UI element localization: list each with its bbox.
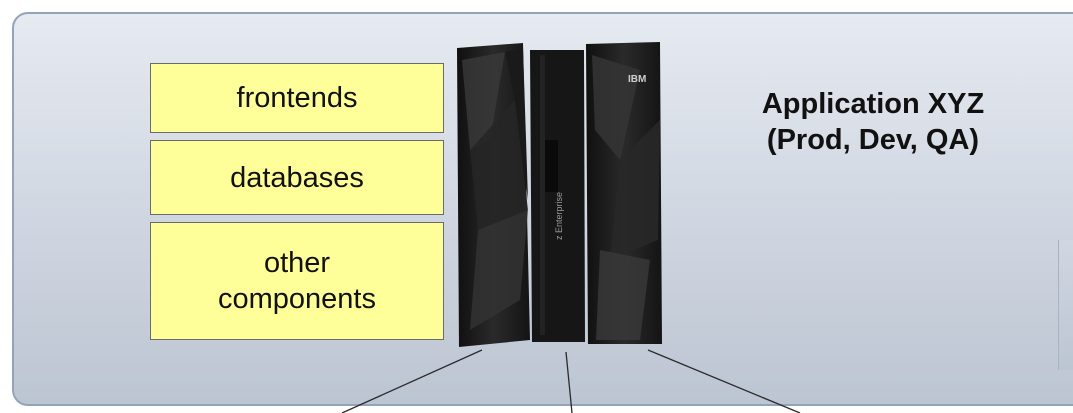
connector-line-right — [647, 349, 801, 413]
adjacent-panel-edge — [1058, 240, 1073, 370]
ibm-logo: IBM — [628, 74, 646, 85]
mainframe-left-cabinet — [457, 43, 530, 347]
component-label-frontends: frontends — [236, 82, 358, 114]
component-box-other: other components — [150, 222, 444, 340]
connector-line-center — [565, 351, 573, 413]
connector-line-left — [341, 349, 483, 413]
application-title: Application XYZ (Prod, Dev, QA) — [688, 86, 1058, 158]
component-box-frontends: frontends — [150, 63, 444, 133]
mainframe-side-label: z Enterprise — [554, 192, 564, 240]
mainframe-center-column: z Enterprise — [530, 50, 585, 342]
mainframe-right-cabinet: IBM — [586, 42, 662, 344]
application-name: Application XYZ — [761, 88, 985, 120]
component-label-databases: databases — [230, 161, 364, 194]
application-environments: (Prod, Dev, QA) — [766, 124, 980, 156]
component-label-other: other components — [218, 247, 376, 315]
component-box-databases: databases — [150, 140, 444, 215]
